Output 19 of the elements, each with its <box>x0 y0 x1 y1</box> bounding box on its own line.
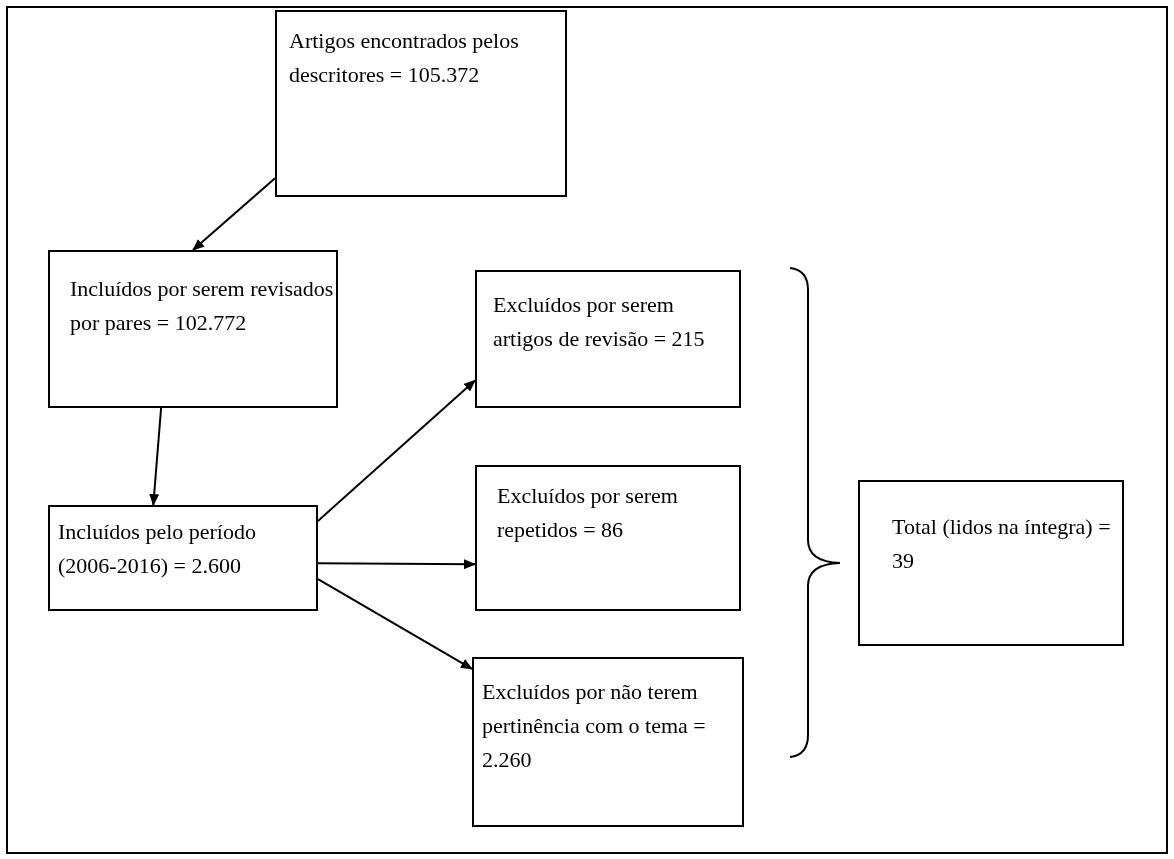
box-text: Total (lidos na íntegra) = 39 <box>892 513 1112 575</box>
box-text: Excluídos por não terem pertinência com o tema = 2.260 <box>482 678 707 774</box>
process-box <box>48 505 318 611</box>
box-text: Incluídos pelo período (2006-2016) = 2.600 <box>58 518 257 580</box>
arrow <box>317 578 473 670</box>
process-box <box>475 465 741 611</box>
box-text: Artigos encontrados pelos descritores = 105.372 <box>289 27 520 89</box>
process-box <box>48 250 338 408</box>
box-text: Incluídos por serem revisados por pares = 102.772 <box>70 275 335 337</box>
arrow <box>149 407 163 506</box>
box-text: Excluídos por serem repetidos = 86 <box>497 482 679 544</box>
process-box <box>858 480 1124 646</box>
arrow <box>192 177 276 251</box>
process-box <box>472 657 744 827</box>
process-box <box>275 10 567 197</box>
arrow <box>317 559 476 570</box>
process-box <box>475 270 741 408</box>
arrow <box>317 379 476 522</box>
box-text: Excluídos por serem artigos de revisão = 215 <box>493 291 706 353</box>
